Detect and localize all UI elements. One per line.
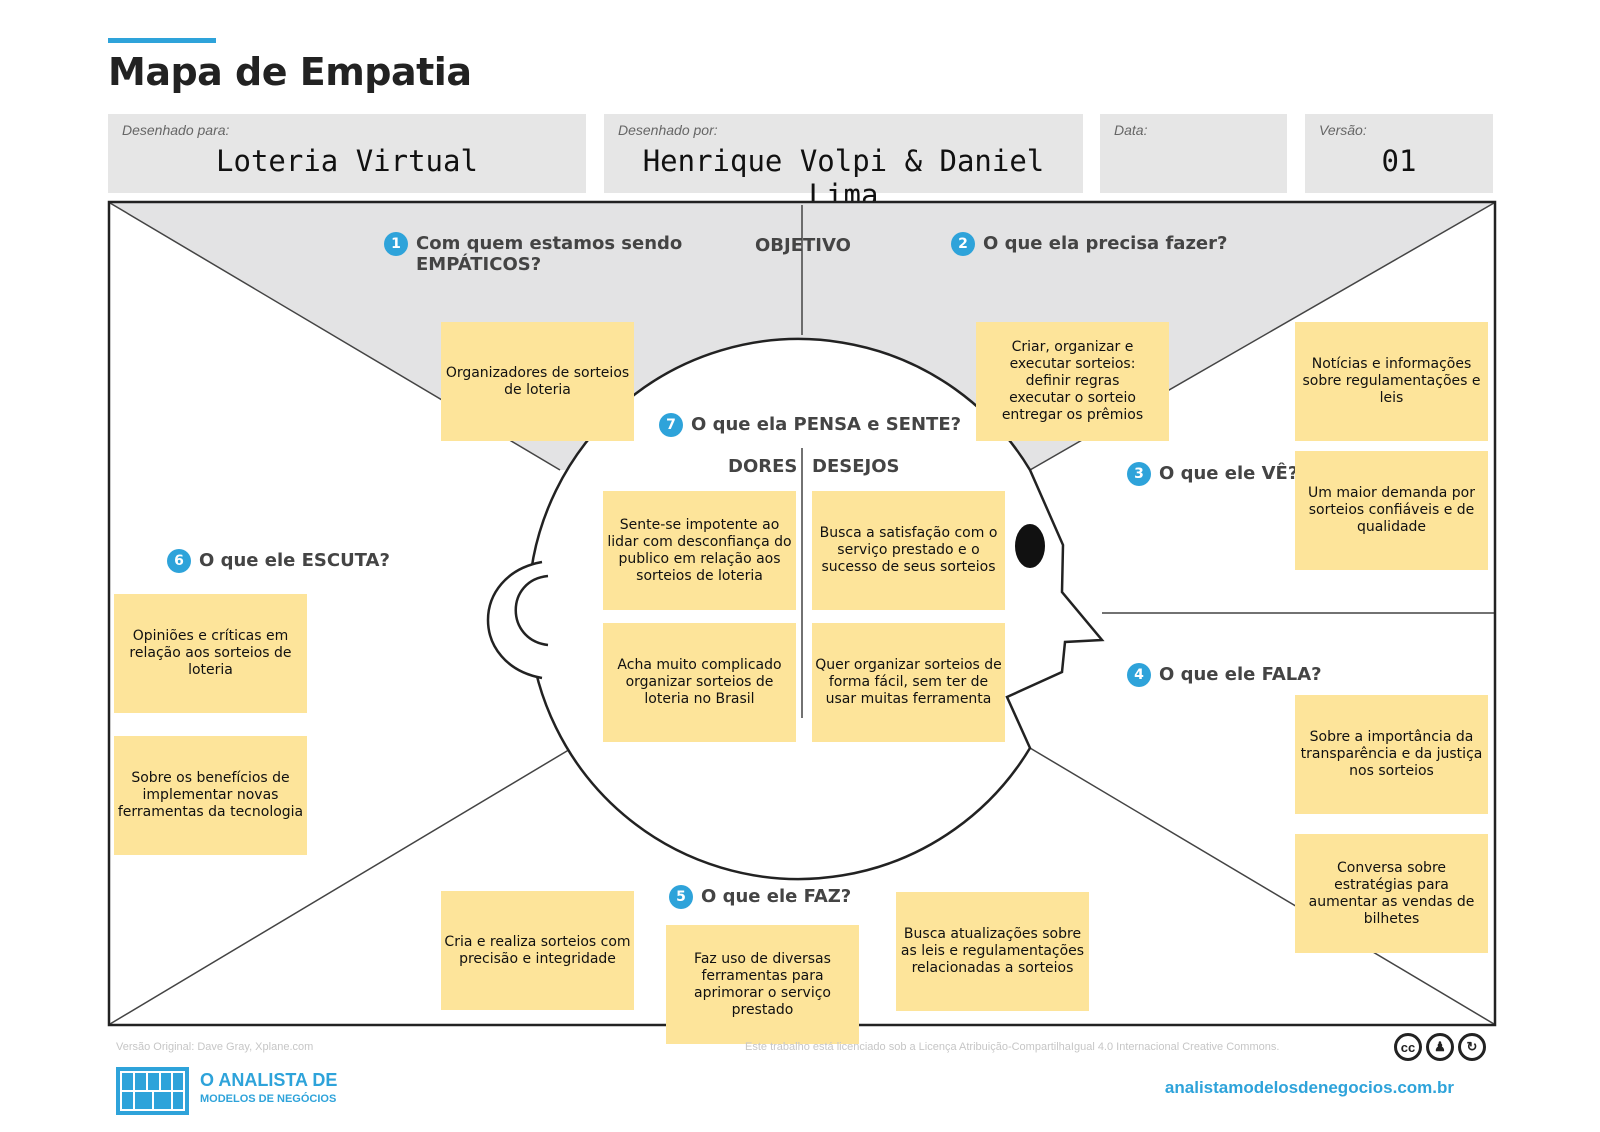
diagonal-bottom-left	[109, 744, 578, 1025]
number-badge: 4	[1127, 663, 1151, 687]
sticky-note-says-2[interactable]: Conversa sobre estratégias para aumentar…	[1295, 834, 1488, 953]
page-title: Mapa de Empatia	[108, 50, 472, 94]
sticky-note-hears-2[interactable]: Sobre os benefícios de implementar novas…	[114, 736, 307, 855]
version-label: Versão:	[1319, 122, 1367, 138]
sticky-note-pain-1[interactable]: Sente-se impotente ao lidar com desconfi…	[603, 491, 796, 610]
drawn-for-label: Desenhado para:	[122, 122, 230, 138]
question-text: O que ele VÊ?	[1159, 463, 1299, 484]
license-text: Este trabalho está licenciado sob a Lice…	[745, 1041, 1280, 1053]
question-empathic: 1 Com quem estamos sendo EMPÁTICOS?	[384, 232, 684, 275]
drawn-by-field[interactable]: Desenhado por: Henrique Volpi & Daniel L…	[604, 114, 1083, 212]
sticky-note-sees-2[interactable]: Um maior demanda por sorteios confiáveis…	[1295, 451, 1488, 570]
desires-label: DESEJOS	[812, 456, 900, 477]
brand-name-line1: O ANALISTA DE	[200, 1070, 338, 1090]
date-label: Data:	[1114, 122, 1148, 138]
drawn-for-value: Loteria Virtual	[216, 144, 478, 178]
question-text: O que ele FAZ?	[701, 886, 852, 907]
question-thinks-feels: 7 O que ela PENSA e SENTE?	[659, 413, 962, 437]
sticky-note-does-2[interactable]: Faz uso de diversas ferramentas para apr…	[666, 925, 859, 1044]
version-field[interactable]: Versão: 01	[1305, 114, 1493, 193]
question-text: O que ele ESCUTA?	[199, 550, 390, 571]
sticky-note-desire-1[interactable]: Busca a satisfação com o serviço prestad…	[812, 491, 1005, 610]
question-does: 5 O que ele FAZ?	[669, 885, 852, 909]
website-link[interactable]: analistamodelosdenegocios.com.br	[1164, 1078, 1454, 1097]
date-field[interactable]: Data:	[1100, 114, 1287, 193]
question-text: O que ele FALA?	[1159, 664, 1322, 685]
cc-icon[interactable]: cc	[1394, 1033, 1422, 1061]
question-text: O que ela precisa fazer?	[983, 233, 1228, 254]
question-says: 4 O que ele FALA?	[1127, 663, 1322, 687]
sticky-note-pain-2[interactable]: Acha muito complicado organizar sorteios…	[603, 623, 796, 742]
drawn-by-label: Desenhado por:	[618, 122, 718, 138]
original-version-credit: Versão Original: Dave Gray, Xplane.com	[116, 1041, 314, 1053]
question-needs-to-do: 2 O que ela precisa fazer?	[951, 232, 1228, 256]
objective-label: OBJETIVO	[755, 235, 851, 256]
by-icon[interactable]: ♟	[1426, 1033, 1454, 1061]
brand-name-line2: MODELOS DE NEGÓCIOS	[200, 1093, 337, 1105]
question-hears: 6 O que ele ESCUTA?	[167, 549, 390, 573]
sticky-note-does-3[interactable]: Busca atualizações sobre as leis e regul…	[896, 892, 1089, 1011]
sticky-note-says-1[interactable]: Sobre a importância da transparência e d…	[1295, 695, 1488, 814]
sticky-note-hears-1[interactable]: Opiniões e críticas em relação aos sorte…	[114, 594, 307, 713]
number-badge: 2	[951, 232, 975, 256]
ear-outer	[486, 560, 543, 680]
ear-inner	[514, 574, 549, 647]
sticky-note-sees-1[interactable]: Notícias e informações sobre regulamenta…	[1295, 322, 1488, 441]
sticky-note-need-to-do[interactable]: Criar, organizar e executar sorteios: de…	[976, 322, 1169, 441]
sa-icon[interactable]: ↻	[1458, 1033, 1486, 1061]
version-value: 01	[1381, 144, 1417, 178]
diagonal-bottom-right	[1029, 747, 1495, 1025]
logo-grid-icon	[120, 1071, 185, 1111]
sticky-note-empathic[interactable]: Organizadores de sorteios de loteria	[441, 322, 634, 441]
drawn-for-field[interactable]: Desenhado para: Loteria Virtual	[108, 114, 586, 193]
number-badge: 7	[659, 413, 683, 437]
number-badge: 5	[669, 885, 693, 909]
sticky-note-does-1[interactable]: Cria e realiza sorteios com precisão e i…	[441, 891, 634, 1010]
sticky-note-desire-2[interactable]: Quer organizar sorteios de forma fácil, …	[812, 623, 1005, 742]
title-accent-bar	[108, 38, 216, 43]
eye	[1015, 524, 1045, 568]
brand-logo-icon	[116, 1067, 189, 1115]
number-badge: 1	[384, 232, 408, 256]
pains-label: DORES	[728, 456, 798, 477]
number-badge: 3	[1127, 462, 1151, 486]
number-badge: 6	[167, 549, 191, 573]
question-text: O que ela PENSA e SENTE?	[691, 414, 962, 435]
question-text: Com quem estamos sendo EMPÁTICOS?	[416, 233, 683, 275]
question-sees: 3 O que ele VÊ?	[1127, 462, 1299, 486]
